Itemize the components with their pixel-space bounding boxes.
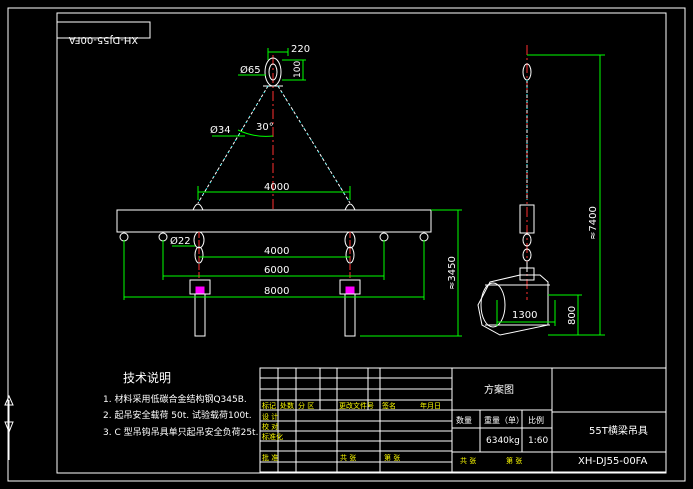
note-3: 3. C 型吊钩吊具单只起吊安全负荷25t. <box>103 426 258 438</box>
rev-header-change-doc: 更改文件号 <box>339 401 374 410</box>
dim-text-100: 100 <box>293 61 303 78</box>
top-shackle <box>263 57 283 87</box>
dimension-220: 220 <box>267 44 310 60</box>
role-check: 校 对 <box>262 422 278 431</box>
scheme-label: 方案图 <box>484 383 514 396</box>
chain-right <box>277 85 351 204</box>
dim-text-220: 220 <box>291 44 310 55</box>
dimension-8000: 8000 <box>123 240 425 300</box>
rev-header-sign: 签名 <box>382 401 396 410</box>
angle-arc <box>237 129 274 137</box>
dimension-phi22: Ø22 <box>170 235 195 247</box>
bottom-lugs <box>119 232 429 242</box>
dim-text-phi22: Ø22 <box>170 235 191 247</box>
hook-right <box>339 231 361 337</box>
dimension-800: 800 <box>548 294 582 336</box>
dim-text-phi34: Ø34 <box>210 124 231 136</box>
dim-text-6000: 6000 <box>264 265 289 276</box>
dimension-100: 100 <box>282 59 306 81</box>
dimension-phi34: Ø34 <box>210 124 245 137</box>
side-coil-load <box>477 267 550 336</box>
dim-text-phi65: Ø65 <box>240 64 261 76</box>
technical-notes: 技术说明 1. 材料采用低碳合金结构钢Q345B. 2. 起吊安全载荷 50t.… <box>103 370 258 438</box>
dim-text-800: 800 <box>567 306 578 325</box>
note-1: 1. 材料采用低碳合金结构钢Q345B. <box>103 393 247 405</box>
side-beam-section <box>519 204 535 272</box>
dim-text-8000: 8000 <box>264 286 289 297</box>
spreader-beam <box>116 209 432 233</box>
dim-text-top4000: 4000 <box>264 182 289 193</box>
sheet-total: 共 张 <box>340 453 356 462</box>
dimension-top-4000: 4000 <box>197 182 351 200</box>
title-block: 标记 处数 分 区 更改文件号 签名 年月日 设 计 校 对 标准化 批 准 共… <box>259 367 667 473</box>
dim-text-low4000: 4000 <box>264 246 289 257</box>
dimension-low-4000: 4000 <box>199 246 350 258</box>
role-standard: 标准化 <box>262 432 283 441</box>
weight-label: 重量（单） <box>484 415 524 425</box>
drawing-name: 55T横梁吊具 <box>589 424 648 437</box>
outer-frame <box>7 7 686 482</box>
scale-value: 1:60 <box>528 436 548 446</box>
top-lugs <box>192 203 356 211</box>
dim-text-3450: ≈3450 <box>447 256 458 290</box>
rev-header-zone: 分 区 <box>298 401 314 410</box>
sheet-no: 第 张 <box>384 453 400 462</box>
scale-label: 比例 <box>528 415 544 425</box>
sheet-count-label: 共 张 <box>460 456 476 465</box>
side-chain <box>522 63 532 200</box>
mirrored-drawing-number-box: XH-DJ55-00FA <box>56 21 151 45</box>
dim-text-angle30: 30° <box>256 122 274 133</box>
role-approve: 批 准 <box>262 453 278 462</box>
sheet-index-label: 第 张 <box>506 456 522 465</box>
drawing-number: XH-DJ55-00FA <box>578 456 648 467</box>
dimension-6000: 6000 <box>162 240 385 280</box>
rev-header-date: 年月日 <box>420 401 441 410</box>
role-design: 设 计 <box>262 412 278 421</box>
rev-header-count: 处数 <box>280 401 294 410</box>
dimension-7400: ≈7400 <box>527 54 605 336</box>
rev-header-mark: 标记 <box>262 401 276 410</box>
qty-label: 数量 <box>456 415 472 425</box>
dimension-1300: 1300 <box>496 300 556 326</box>
chain-left <box>197 85 269 204</box>
mirrored-drawing-number: XH-DJ55-00FA <box>69 34 139 45</box>
weight-value: 6340kg <box>486 436 520 446</box>
dimension-phi65: Ø65 <box>238 64 266 76</box>
inner-frame <box>56 12 667 474</box>
hook-left <box>189 231 211 337</box>
dimension-3450: ≈3450 <box>360 209 462 337</box>
notes-heading: 技术说明 <box>123 370 171 385</box>
dim-text-1300: 1300 <box>512 310 537 321</box>
note-2: 2. 起吊安全载荷 50t. 试验载荷100t. <box>103 409 252 421</box>
dim-text-7400: ≈7400 <box>588 206 599 240</box>
ucs-arrow-icon <box>4 394 14 460</box>
